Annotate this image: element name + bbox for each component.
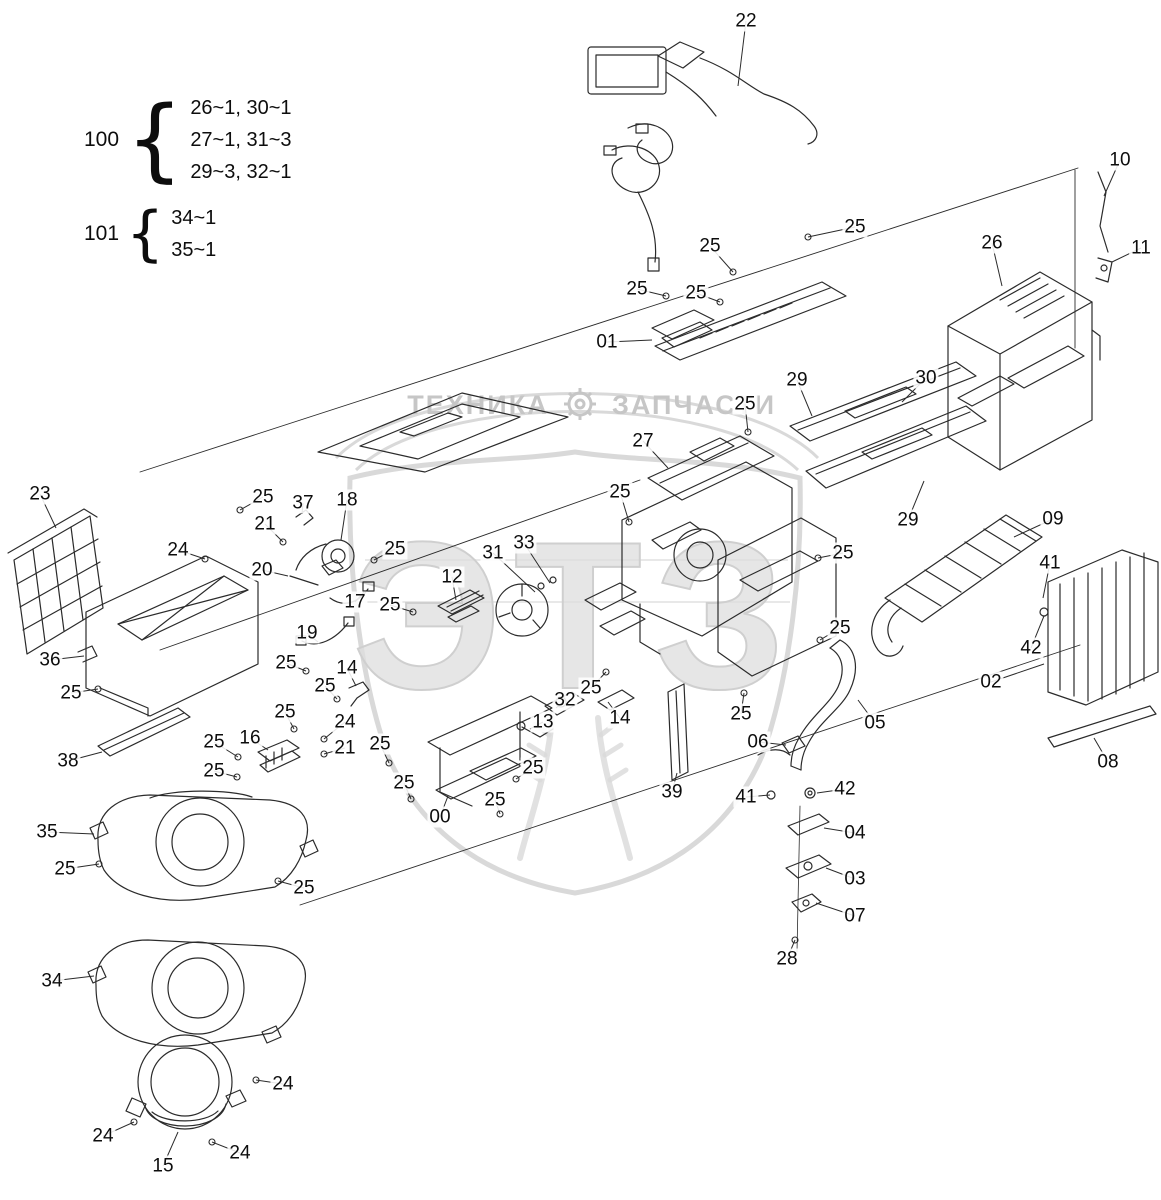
legend-group-lines: 26~1, 30~1 27~1, 31~3 29~3, 32~1 [190, 92, 291, 188]
legend-line: 26~1, 30~1 [190, 97, 292, 119]
legend-group-number: 100 [84, 128, 120, 151]
ecu-and-harness-art [587, 41, 818, 272]
legend-line: 35~1 [171, 239, 217, 261]
watermark-left-word: ТЕХНИКА [407, 390, 548, 420]
right-hvac-unit-art [947, 271, 1101, 471]
evaporator-art [1039, 549, 1159, 748]
gear-icon [564, 388, 596, 420]
legend-group-lines: 34~1 35~1 [171, 202, 216, 266]
legend-group-number: 101 [84, 222, 120, 245]
legend-brace: { [126, 198, 165, 269]
cabin-filter-art [7, 508, 104, 655]
blower-motor-art [125, 1034, 247, 1130]
top-cover-art [317, 392, 569, 473]
scroll-housing-lower-art [87, 939, 306, 1047]
legend-line: 29~3, 32~1 [190, 161, 292, 183]
legend-brace: { [126, 86, 184, 192]
drain-pipes-and-brackets-art [757, 639, 857, 953]
small-parts-left-art [257, 509, 375, 773]
heater-core-art [871, 514, 1043, 657]
legend-line: 34~1 [171, 207, 217, 229]
construction-lines [139, 167, 1081, 906]
legend-line: 27~1, 31~3 [190, 129, 292, 151]
upper-duct-art [651, 281, 847, 361]
bracket-10-11-art [1095, 171, 1113, 283]
scroll-housing-upper-art [89, 790, 319, 901]
